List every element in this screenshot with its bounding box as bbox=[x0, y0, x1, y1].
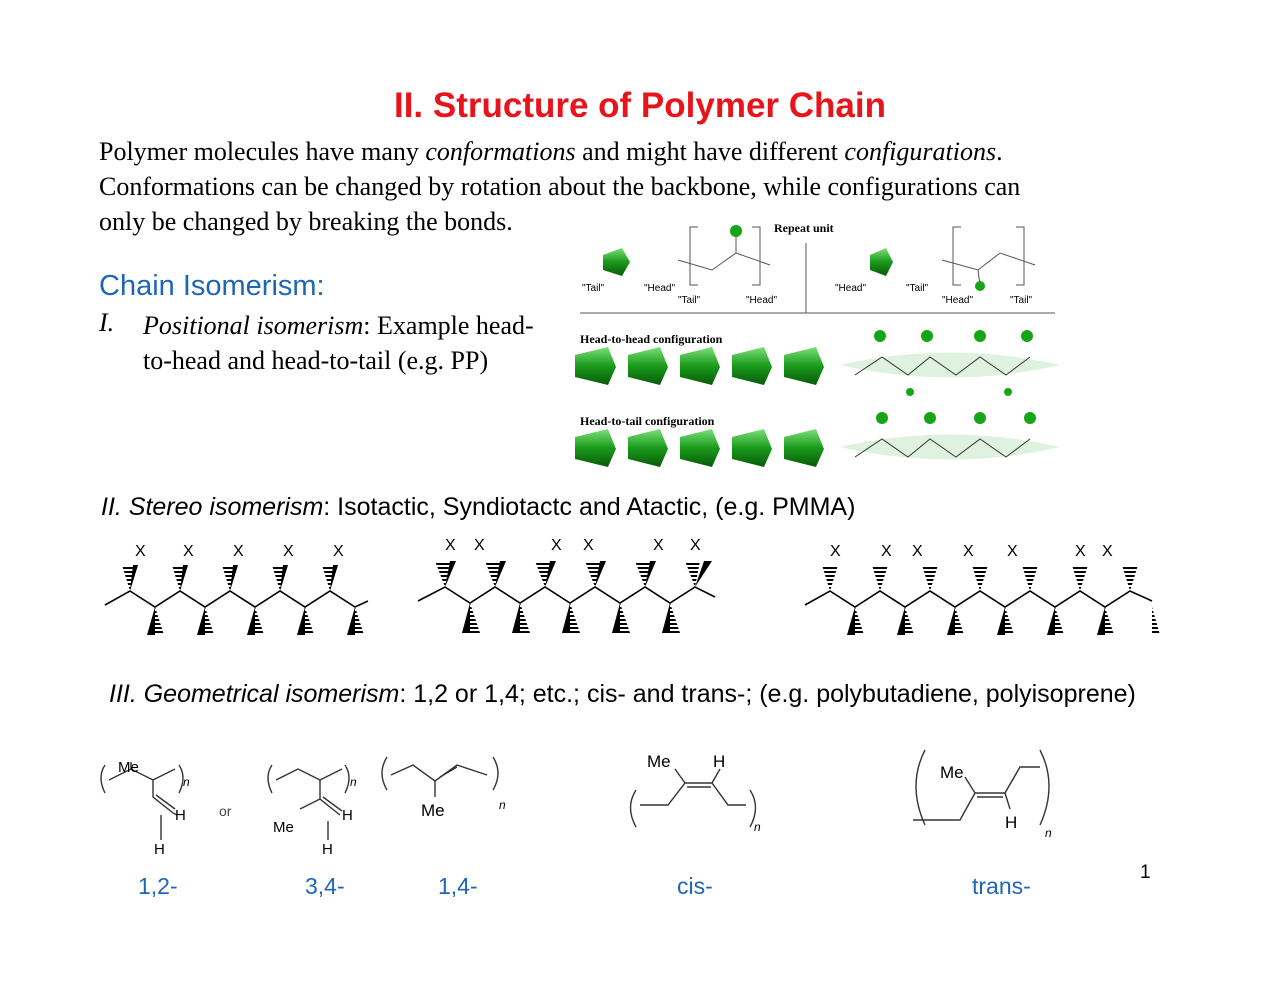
positional-isomerism-label: Positional isomerism bbox=[143, 311, 364, 340]
repeat-unit-label: Repeat unit bbox=[774, 221, 834, 235]
methyl-label: Me bbox=[118, 759, 139, 776]
methyl-label: Me bbox=[273, 819, 294, 836]
stereo-isomerism-desc: : Isotactic, Syndiotactc and Atactic, (e… bbox=[323, 493, 856, 521]
item-number: I. bbox=[99, 308, 115, 337]
x-substituent: X bbox=[583, 537, 594, 554]
x-substituent: X bbox=[1102, 543, 1113, 560]
atactic-chain: X X X X X X X bbox=[804, 543, 1160, 635]
intro-text: Polymer molecules have many bbox=[99, 137, 426, 166]
positional-isomerism-text: Positional isomerism: Example head-to-he… bbox=[143, 308, 543, 378]
hydrogen-label: H bbox=[1005, 813, 1017, 832]
tail-label: "Tail" bbox=[678, 295, 701, 306]
x-substituent: X bbox=[690, 537, 701, 554]
tail-label: "Tail" bbox=[906, 283, 929, 294]
subscript-n: n bbox=[350, 775, 357, 789]
intro-text: and might have different bbox=[575, 137, 845, 166]
x-substituent: X bbox=[333, 543, 344, 560]
x-substituent: X bbox=[183, 543, 194, 560]
x-substituent: X bbox=[830, 543, 841, 560]
subscript-n: n bbox=[183, 775, 190, 789]
hydrogen-label: H bbox=[713, 752, 725, 771]
geometrical-isomerism-label: III. Geometrical isomerism bbox=[109, 680, 400, 708]
geometrical-isomerism-desc: : 1,2 or 1,4; etc.; cis- and trans-; (e.… bbox=[399, 680, 1136, 708]
subscript-n: n bbox=[754, 820, 761, 834]
green-cone bbox=[870, 248, 893, 276]
tail-label: "Tail" bbox=[582, 283, 605, 294]
hydrogen-label: H bbox=[175, 807, 186, 824]
green-cone bbox=[603, 248, 630, 276]
label-3-4: 3,4- bbox=[305, 873, 345, 899]
x-substituent: X bbox=[233, 543, 244, 560]
subscript-n: n bbox=[1045, 826, 1052, 840]
label-trans: trans- bbox=[972, 873, 1031, 899]
page-number: 1 bbox=[1140, 862, 1151, 883]
subscript-n: n bbox=[499, 798, 506, 812]
x-substituent: X bbox=[445, 537, 456, 554]
configurations-term: configurations bbox=[844, 137, 997, 166]
methyl-label: Me bbox=[421, 801, 445, 820]
x-substituent: X bbox=[963, 543, 974, 560]
x-substituent: X bbox=[912, 543, 923, 560]
methyl-label: Me bbox=[940, 763, 964, 782]
x-substituent: X bbox=[1075, 543, 1086, 560]
head-label: "Head" bbox=[644, 283, 675, 294]
x-substituent: X bbox=[1007, 543, 1018, 560]
head-label: "Head" bbox=[746, 295, 777, 306]
methyl-label: Me bbox=[647, 752, 671, 771]
label-cis: cis- bbox=[677, 873, 713, 899]
head-to-head-label: Head-to-head configuration bbox=[580, 332, 723, 346]
x-substituent: X bbox=[283, 543, 294, 560]
x-substituent: X bbox=[653, 537, 664, 554]
hydrogen-label: H bbox=[154, 841, 165, 858]
positional-isomerism-desc: : Example head-to-head and head-to-tail … bbox=[143, 311, 534, 375]
label-1-2: 1,2- bbox=[138, 873, 178, 899]
geometric-structures-figure: Me n H H or n Me H H Me n Me H n Me H n bbox=[100, 749, 1052, 858]
tail-label: "Tail" bbox=[1010, 295, 1033, 306]
x-substituent: X bbox=[551, 537, 562, 554]
intro-line-2: Conformations can be changed by rotation… bbox=[99, 172, 1021, 201]
hydrogen-label: H bbox=[342, 807, 353, 824]
head-label: "Head" bbox=[835, 283, 866, 294]
head-to-head-chain bbox=[575, 330, 1060, 396]
isotactic-chain: X X X X X bbox=[104, 543, 369, 635]
head-label: "Head" bbox=[942, 295, 973, 306]
stereo-chains-figure: X X X X X X X X X X X X X X bbox=[104, 537, 1160, 635]
hydrogen-label: H bbox=[322, 841, 333, 858]
stereo-isomerism-text: II. Stereo isomerism: Isotactic, Syndiot… bbox=[101, 493, 855, 522]
methyl-ball bbox=[730, 225, 742, 237]
label-1-4: 1,4- bbox=[438, 873, 478, 899]
head-to-tail-label: Head-to-tail configuration bbox=[580, 414, 715, 428]
page-title: II. Structure of Polymer Chain bbox=[393, 86, 887, 125]
intro-line-3: only be changed by breaking the bonds. bbox=[99, 207, 513, 236]
x-substituent: X bbox=[135, 543, 146, 560]
conformations-term: conformations bbox=[425, 137, 576, 166]
x-substituent: X bbox=[474, 537, 485, 554]
repeat-unit-bracket bbox=[580, 226, 1055, 314]
intro-text: . bbox=[996, 137, 1003, 166]
chain-isomerism-heading: Chain Isomerism: bbox=[99, 270, 325, 302]
or-label: or bbox=[219, 803, 232, 819]
methyl-ball bbox=[975, 281, 985, 291]
head-to-tail-chain bbox=[575, 412, 1060, 467]
syndiotactic-chain: X X X X X X bbox=[417, 537, 716, 633]
stereo-isomerism-label: II. Stereo isomerism bbox=[101, 493, 324, 521]
geometrical-isomerism-text: III. Geometrical isomerism: 1,2 or 1,4; … bbox=[109, 677, 1169, 711]
head-tail-figure: "Tail" "Head" "Tail" "Head" "Head" "Tail… bbox=[575, 221, 1060, 467]
x-substituent: X bbox=[881, 543, 892, 560]
intro-paragraph: Polymer molecules have many conformation… bbox=[99, 134, 1179, 239]
